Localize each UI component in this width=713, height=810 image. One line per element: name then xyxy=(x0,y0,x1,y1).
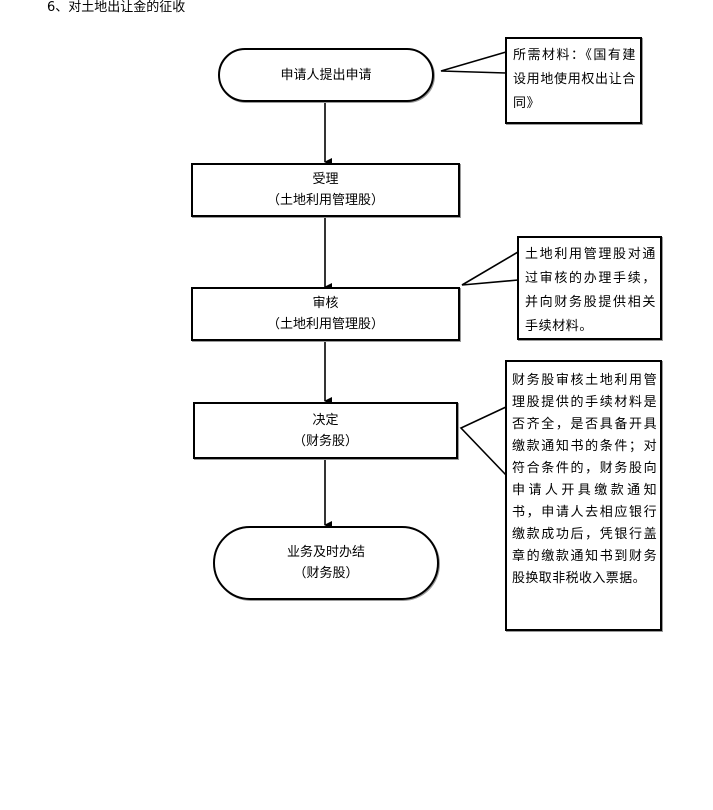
node-accept-title: 受理 xyxy=(312,172,339,187)
callout-review-note-text: 土地利用管理股对通过审核的办理手续，并向财务股提供相关手续材料。 xyxy=(525,247,656,334)
callout-decision-note-text: 财务股审核土地利用管理股提供的手续材料是否齐全，是否具备开具缴款通知书的条件；对… xyxy=(512,373,657,586)
node-review: 审核 （土地利用管理股） xyxy=(191,287,460,341)
node-complete-title: 业务及时办结 xyxy=(286,545,365,560)
callout-pointer-review-outline xyxy=(461,251,519,286)
callout-required-materials-text: 所需材料：《国有建设用地使用权出让合同》 xyxy=(513,48,636,111)
callout-decision-note: 财务股审核土地利用管理股提供的手续材料是否齐全，是否具备开具缴款通知书的条件；对… xyxy=(505,360,662,631)
node-apply-label: 申请人提出申请 xyxy=(280,67,372,83)
node-complete: 业务及时办结 （财务股） xyxy=(213,526,439,600)
node-decide-department: （财务股） xyxy=(292,433,358,449)
node-complete-department: （财务股） xyxy=(293,566,359,581)
node-review-department: （土地利用管理股） xyxy=(266,317,384,332)
callout-review-note: 土地利用管理股对通过审核的办理手续，并向财务股提供相关手续材料。 xyxy=(517,236,662,340)
node-decide: 决定 （财务股） xyxy=(193,402,458,459)
node-accept-department: （土地利用管理股） xyxy=(266,193,384,208)
node-accept: 受理 （土地利用管理股） xyxy=(191,163,460,217)
node-review-title: 审核 xyxy=(312,296,339,311)
callout-pointer-materials xyxy=(441,53,506,73)
callout-required-materials: 所需材料：《国有建设用地使用权出让合同》 xyxy=(505,37,642,124)
callout-pointer-decide xyxy=(461,408,506,474)
callout-pointer-decide-outline xyxy=(459,406,507,476)
callout-pointer-materials-outline xyxy=(440,51,507,74)
node-apply: 申请人提出申请 xyxy=(218,48,434,102)
page-heading: 6、对土地出让金的征收 xyxy=(47,0,186,15)
node-decide-title: 决定 xyxy=(312,412,339,428)
